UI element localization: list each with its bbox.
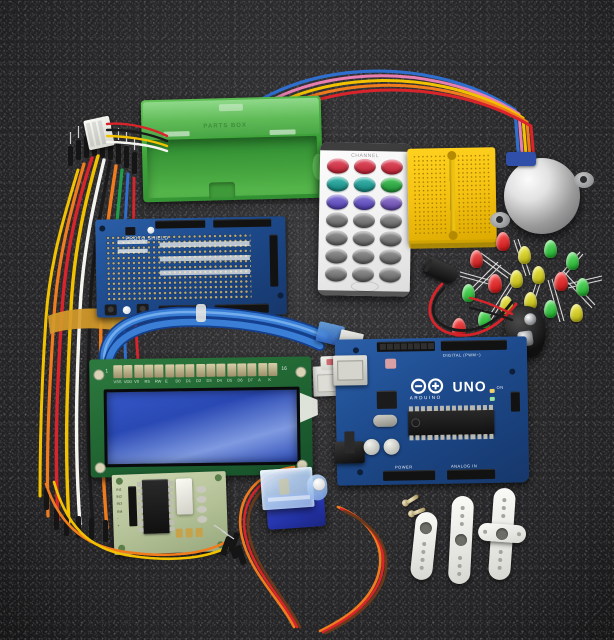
- led-red: [496, 232, 510, 251]
- led-green: [566, 252, 579, 270]
- uno-digital-silkscreen: DIGITAL (PWM~): [442, 352, 482, 358]
- remote-button-1[interactable]: [325, 230, 348, 246]
- motor-wire-block: [506, 152, 536, 166]
- uno-reset-button[interactable]: [385, 358, 397, 369]
- shield-header-top-left: [155, 219, 206, 229]
- remote-button-7[interactable]: [324, 266, 348, 282]
- uno-on-label: ON: [496, 384, 504, 390]
- case-emboss-text: PARTS BOX: [203, 122, 248, 130]
- dc-jack-leads: [428, 282, 518, 337]
- uno-brand-text: ARDUINO: [409, 394, 442, 401]
- stepper-motor: [490, 152, 594, 234]
- remote-button-prev[interactable]: [326, 176, 349, 192]
- remote-brand-mark: [350, 280, 379, 293]
- remote-button-4[interactable]: [325, 248, 348, 264]
- remote-button-play-pause[interactable]: [380, 177, 403, 193]
- remote-button-200plus[interactable]: [379, 213, 403, 229]
- led-green: [544, 300, 557, 318]
- led-red: [470, 250, 483, 268]
- lcd-pin-1-label: 1: [105, 368, 109, 375]
- uno-usb-jack: [333, 355, 368, 386]
- remote-button-minus[interactable]: [326, 194, 349, 210]
- led-yellow: [532, 266, 545, 284]
- uno-usb-serial-chip: [376, 390, 397, 409]
- uno-led-tx: [489, 396, 495, 401]
- remote-button-9[interactable]: [378, 267, 402, 283]
- remote-button-0[interactable]: [325, 212, 349, 228]
- usb-cable: [98, 304, 330, 377]
- remote-button-ch-plus[interactable]: [380, 159, 404, 175]
- uno-analog-header[interactable]: [447, 468, 496, 480]
- led-yellow: [518, 246, 531, 264]
- led-green: [576, 278, 589, 296]
- prototype-shield: PROTO SHIELD: [95, 216, 287, 318]
- shield-silkscreen: PROTO SHIELD: [125, 235, 169, 243]
- uno-led-l: [489, 388, 495, 393]
- servo-horn-double: [447, 495, 475, 585]
- shield-header-side: [269, 234, 279, 287]
- remote-button-plus[interactable]: [353, 194, 376, 211]
- uno-atmega-ic: [407, 408, 495, 437]
- case-handle: [208, 181, 236, 199]
- uno-model-text: UNO: [452, 378, 487, 395]
- servo-wire: [213, 465, 388, 635]
- led-red: [488, 274, 502, 293]
- jst-leads: [105, 122, 169, 153]
- micro-servo: [259, 466, 330, 532]
- shield-header-top-right: [213, 218, 272, 228]
- remote-button-next[interactable]: [353, 176, 376, 193]
- arduino-uno: DIGITAL (PWM~) ARDUINO UNO: [333, 336, 530, 486]
- uno-analog-silkscreen: ANALOG IN: [450, 463, 478, 469]
- lcd-pin-16-label: 16: [281, 365, 287, 372]
- remote-button-eq[interactable]: [380, 195, 403, 211]
- remote-button-5[interactable]: [352, 248, 375, 265]
- remote-button-100plus[interactable]: [352, 212, 376, 229]
- remote-button-ch-minus[interactable]: [326, 158, 350, 174]
- battery-snap-leads: [468, 296, 514, 322]
- remote-button-ch[interactable]: [353, 158, 377, 175]
- uno-voltage-regulator: [344, 431, 355, 454]
- uno-crystal: [373, 414, 398, 428]
- driver-jumper-leads: [44, 480, 240, 561]
- led-red: [554, 272, 568, 291]
- led-green: [544, 240, 557, 258]
- uno-digital-header-left[interactable]: [440, 339, 507, 351]
- shield-power-led: [147, 226, 155, 234]
- led-red: [452, 318, 466, 337]
- case-latch: [218, 103, 244, 112]
- remote-button-6[interactable]: [379, 249, 402, 265]
- uno-icsp-header[interactable]: [510, 391, 521, 412]
- led-pile: [452, 222, 610, 340]
- remote-button-8[interactable]: [351, 266, 375, 283]
- remote-button-3[interactable]: [379, 231, 402, 247]
- led-yellow: [570, 304, 583, 322]
- arduino-infinity-logo: [407, 378, 447, 395]
- motor-mount-tab-left: [490, 212, 510, 228]
- lcd-pin-header: [113, 362, 278, 379]
- remote-button-2[interactable]: [352, 230, 375, 247]
- motor-mount-tab-right: [574, 172, 594, 188]
- led-yellow: [510, 270, 523, 288]
- ir-remote[interactable]: CHANNEL: [317, 142, 413, 297]
- servo-horn-cross: [475, 486, 529, 581]
